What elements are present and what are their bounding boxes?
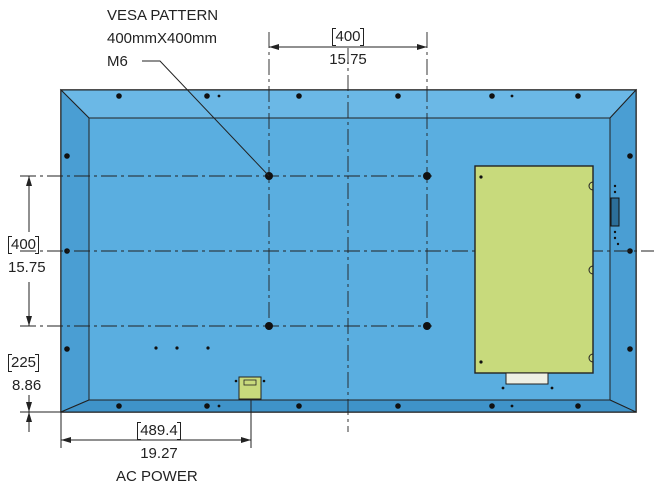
vesa-note-line3: M6	[107, 53, 128, 70]
dim-ac-offset-imperial: 19.27	[140, 445, 178, 462]
io-board	[474, 165, 594, 390]
bottom-marker-dots	[154, 346, 210, 350]
dim-vesa-vertical-metric: 400	[7, 236, 40, 254]
ac-power-caption: AC POWER	[116, 468, 198, 485]
vesa-leader-line	[142, 60, 270, 177]
side-control-strip	[610, 184, 620, 246]
dim-vesa-horizontal-imperial: 15.75	[329, 51, 367, 68]
panel-bevel-bottom	[60, 399, 637, 413]
vesa-note-line1: VESA PATTERN	[107, 7, 219, 24]
dim-ac-height-imperial: 8.86	[12, 377, 42, 394]
dim-ac-height-metric: 225	[7, 354, 40, 372]
ac-power-inlet	[234, 376, 266, 400]
dim-ac-height-arrow	[20, 395, 62, 432]
dim-ac-offset-metric: 489.4	[124, 422, 194, 440]
perimeter-screws	[64, 93, 633, 409]
vesa-note-line2: 400mmX400mm	[107, 30, 218, 47]
dim-ac-offset-arrow	[60, 400, 252, 448]
dim-vesa-horizontal-metric: 400	[318, 28, 378, 46]
dim-vesa-vertical-arrow	[26, 176, 32, 326]
dim-vesa-horizontal-arrow	[269, 44, 427, 50]
dim-vesa-vertical-imperial: 15.75	[8, 259, 46, 276]
panel-bevel-top	[59, 89, 638, 119]
